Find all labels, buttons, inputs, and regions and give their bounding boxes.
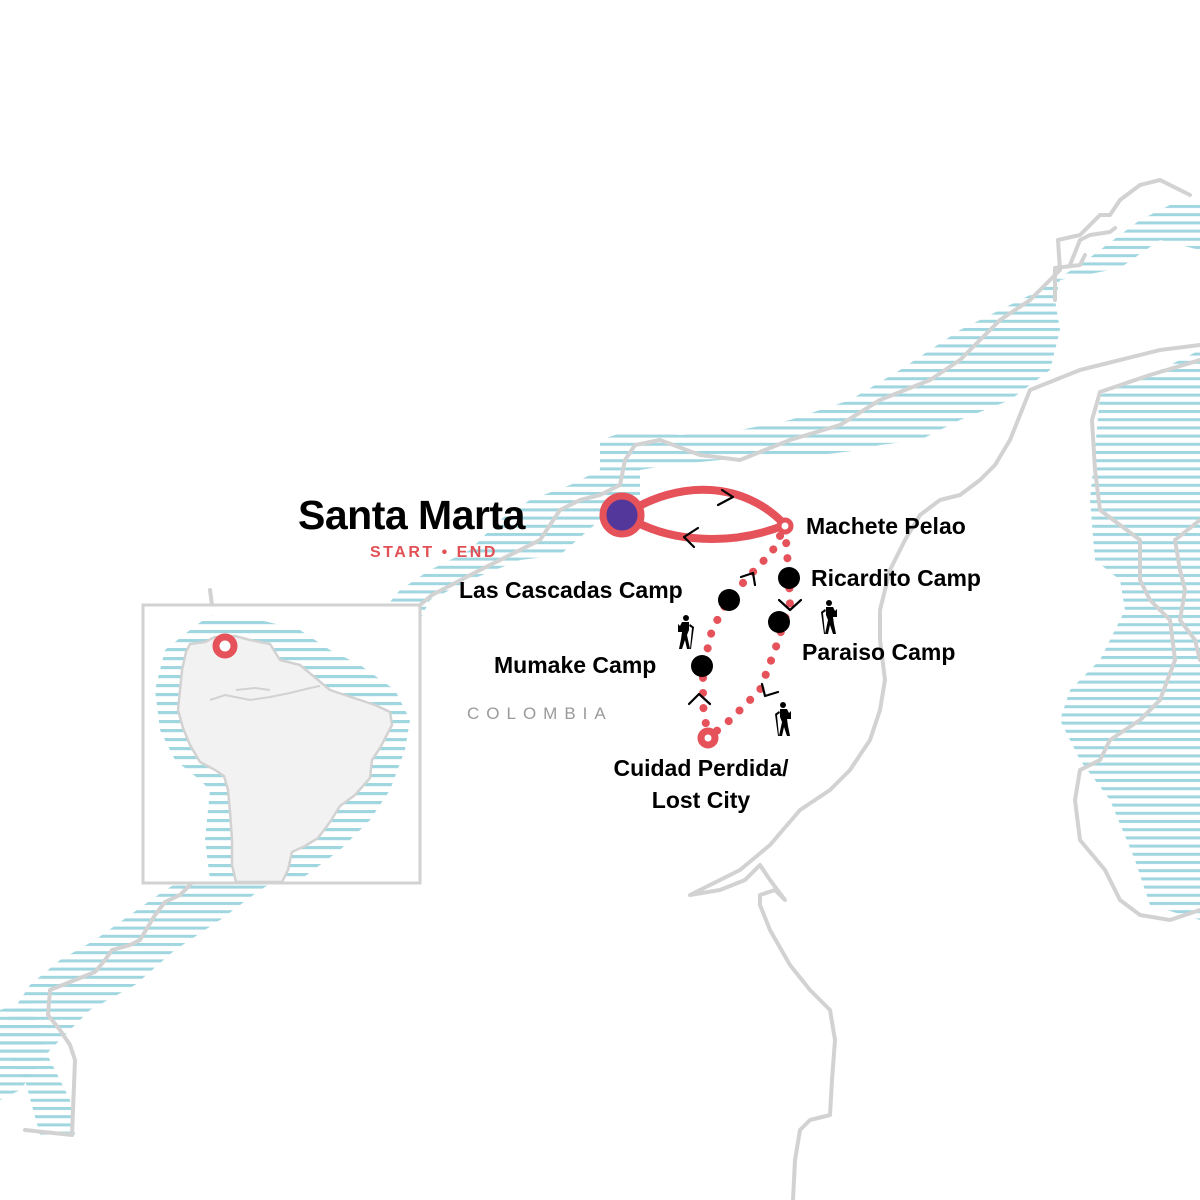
inset-location-marker: [212, 633, 238, 659]
trek-segment-ricardito: [704, 524, 795, 742]
hiker-icon: [821, 600, 837, 634]
south-america-landmass: [176, 634, 394, 882]
direction-arrow: [687, 692, 712, 706]
start-end-sublabel: START • END: [370, 544, 498, 561]
machete-pelao-marker: [776, 517, 794, 535]
stop-label-lost-city: Cuidad Perdida/ Lost City: [596, 752, 806, 816]
stop-label-paraiso-camp: Paraiso Camp: [802, 639, 956, 665]
route: [599, 485, 803, 749]
direction-arrow: [716, 488, 735, 507]
inset-map: [141, 603, 422, 885]
sea-hatching: [0, 200, 1200, 1135]
lost-city-marker: [697, 727, 719, 749]
coastline: [23, 178, 1200, 1200]
stop-label-mumake-camp: Mumake Camp: [494, 652, 657, 678]
route-segment-return: [620, 511, 789, 543]
stop-label-ricardito-camp: Ricardito Camp: [811, 565, 981, 591]
stop-label-las-cascadas-camp: Las Cascadas Camp: [459, 577, 683, 603]
route-segment-outbound: [620, 485, 789, 529]
ricardito-camp-marker: [778, 567, 800, 589]
direction-arrow: [682, 526, 700, 549]
country-label: COLOMBIA: [467, 704, 613, 723]
trek-segment-cascadas: [699, 528, 786, 742]
hiker-icons: [678, 600, 837, 736]
hiker-icon: [775, 702, 791, 736]
stop-label-machete-pelao: Machete Pelao: [806, 513, 966, 539]
paraiso-camp-marker: [768, 611, 790, 633]
direction-arrow: [760, 682, 780, 698]
lost-city-line2: Lost City: [651, 787, 751, 813]
start-end-city-label: Santa Marta: [298, 492, 525, 538]
hiker-icon: [678, 615, 694, 649]
direction-arrow: [777, 598, 803, 612]
lost-city-line1: Cuidad Perdida/: [613, 755, 789, 781]
direction-arrow: [739, 571, 757, 587]
start-end-marker: [599, 492, 645, 538]
las-cascadas-camp-marker: [718, 589, 740, 611]
mumake-camp-marker: [691, 655, 713, 677]
